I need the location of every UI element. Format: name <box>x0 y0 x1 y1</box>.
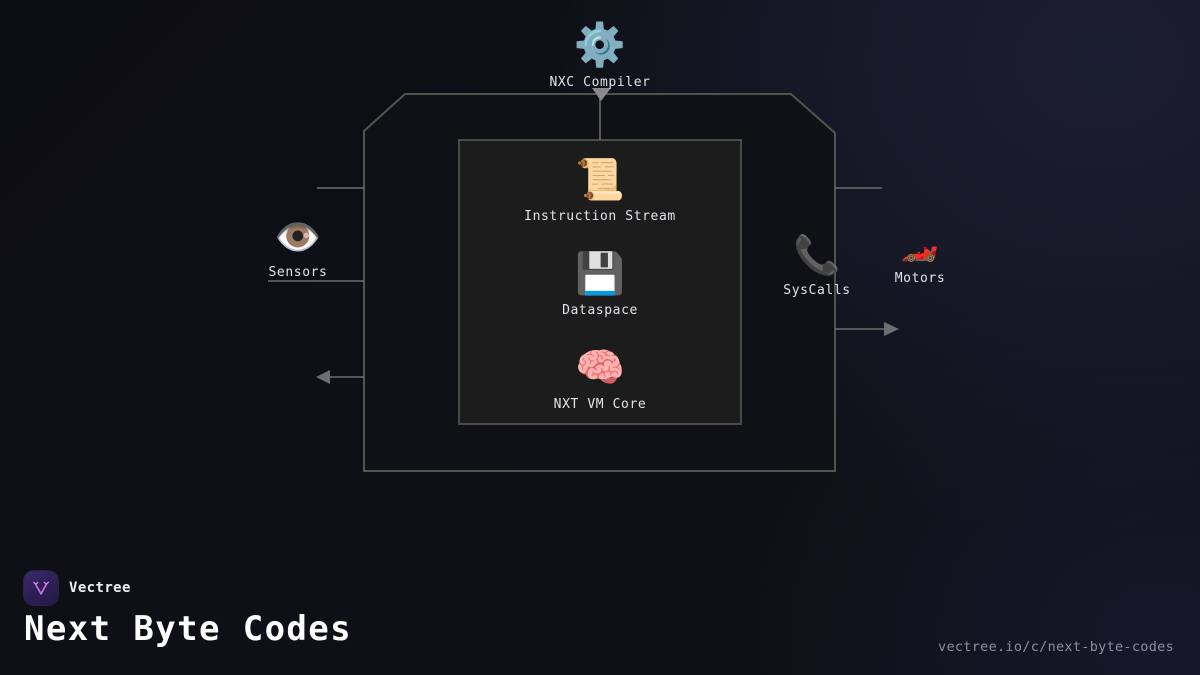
node-label-syscalls: SysCalls <box>783 283 851 298</box>
node-label-sensors: Sensors <box>268 265 328 280</box>
node-nxc-compiler[interactable]: ⚙️ NXC Compiler <box>500 20 700 91</box>
arrow-to-motors-right <box>884 322 899 336</box>
node-nxt-vm-core[interactable]: 🧠 NXT VM Core <box>500 348 700 412</box>
brain-icon: 🧠 <box>575 345 625 391</box>
node-label-nxc-compiler: NXC Compiler <box>549 75 651 90</box>
eye-icon: 👁️ <box>274 215 322 259</box>
arrow-to-sensors-left <box>316 370 330 384</box>
telephone-receiver-icon: 📞 <box>793 233 841 277</box>
node-label-dataspace: Dataspace <box>562 303 638 318</box>
node-instruction-stream[interactable]: 📜 Instruction Stream <box>500 160 700 224</box>
racing-car-icon: 🏎️ <box>901 229 939 264</box>
footer: Vectree Next Byte Codes vectree.io/c/nex… <box>0 557 1200 675</box>
brand-name: Vectree <box>69 580 131 596</box>
page-title: Next Byte Codes <box>24 609 353 649</box>
node-motors[interactable]: 🏎️ Motors <box>830 229 1010 287</box>
brand: Vectree <box>24 571 131 605</box>
node-dataspace[interactable]: 💾 Dataspace <box>500 254 700 318</box>
gear-icon: ⚙️ <box>573 20 627 69</box>
node-sensors[interactable]: 👁️ Sensors <box>208 218 388 280</box>
node-label-nxt-vm-core: NXT VM Core <box>553 397 647 412</box>
node-label-instruction-stream: Instruction Stream <box>524 209 676 224</box>
node-syscalls[interactable]: 📞 SysCalls <box>727 236 907 298</box>
scroll-icon: 📜 <box>575 157 625 203</box>
arrow-compiler-down <box>592 88 611 101</box>
node-label-motors: Motors <box>894 271 946 286</box>
floppy-disk-icon: 💾 <box>575 251 625 297</box>
inner-container-shape <box>458 139 742 425</box>
vectree-logo-icon <box>24 571 58 605</box>
footer-url: vectree.io/c/next-byte-codes <box>938 639 1174 655</box>
